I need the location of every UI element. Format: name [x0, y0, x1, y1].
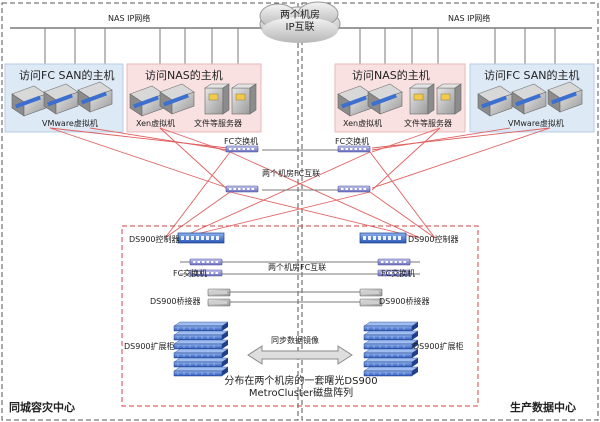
- right-fc-switch-bottom-1: [377, 258, 411, 266]
- left-shelf-label: DS900扩展柜: [124, 342, 175, 351]
- left-controller-label: DS900控制器: [129, 235, 180, 244]
- metrocluster-label: 分布在两个机房的一套曙光DS900 MetroCluster磁盘阵列: [224, 376, 378, 399]
- left-ds900-shelf: [173, 321, 229, 377]
- metrocluster-box: [121, 225, 479, 407]
- left-vmware-server-2: [43, 83, 79, 115]
- left-file-server-label: 文件等服务器: [194, 119, 242, 128]
- left-fc-switch2-label: FC交换机: [173, 269, 208, 278]
- right-fc-san-title: 访问FC SAN的主机: [484, 69, 580, 82]
- left-fc-san-title: 访问FC SAN的主机: [19, 69, 115, 82]
- right-xen-label: Xen虚拟机: [343, 119, 383, 128]
- left-file-server-2: [231, 83, 257, 115]
- right-vmware-server-2: [511, 83, 547, 115]
- sync-mirror-arrow: [247, 345, 353, 365]
- right-site-border: [301, 2, 599, 421]
- ip-interconnect-cloud: [259, 1, 341, 43]
- right-vmware-label: VMware虚拟机: [508, 119, 564, 128]
- right-ds900-shelf: [363, 321, 419, 377]
- right-fc-switch-label: FC交换机: [335, 137, 370, 146]
- left-bridge-1: [207, 288, 231, 297]
- left-vmware-server-3: [77, 81, 113, 113]
- left-ds900-controller: [177, 232, 225, 244]
- right-bridge-2: [359, 298, 383, 307]
- right-vmware-server-1: [477, 85, 513, 117]
- right-file-server-1: [409, 83, 435, 115]
- fc-san-links: [49, 127, 551, 239]
- left-vmware-label: VMware虚拟机: [42, 119, 98, 128]
- right-shelf-label: DS900扩展柜: [413, 342, 464, 351]
- left-fc-switch: [225, 145, 259, 153]
- fc-interconnect-top-label: 两个机房FC互联: [262, 169, 321, 178]
- fc-interconnect-bottom-label: 两个机房FC互联: [268, 263, 327, 272]
- right-site-name: 生产数据中心: [510, 401, 576, 414]
- right-fc-switch-2: [337, 185, 371, 193]
- left-fc-switch-2: [225, 185, 259, 193]
- right-bridge-label: DS900桥接器: [379, 297, 430, 306]
- left-xen-server-1: [129, 85, 165, 117]
- right-xen-server-2: [367, 83, 403, 115]
- right-fc-switch2-label: FC交换机: [381, 269, 416, 278]
- sync-mirror-label: 同步数据镜像: [271, 336, 319, 345]
- left-nas-title: 访问NAS的主机: [145, 69, 223, 82]
- left-bridge-2: [207, 298, 231, 307]
- right-ds900-controller: [359, 232, 407, 244]
- right-xen-server-1: [337, 85, 373, 117]
- left-vmware-server-1: [11, 85, 47, 117]
- right-controller-label: DS900控制器: [408, 235, 459, 244]
- left-bridge-label: DS900桥接器: [150, 297, 201, 306]
- cloud-label: 两个机房 IP互联: [280, 10, 320, 33]
- right-nas-ip-label: NAS IP网络: [448, 14, 491, 23]
- right-fc-switch: [337, 145, 371, 153]
- left-xen-label: Xen虚拟机: [136, 119, 176, 128]
- left-file-server-1: [204, 83, 230, 115]
- left-xen-server-2: [159, 83, 195, 115]
- left-fc-switch-label: FC交换机: [224, 137, 259, 146]
- right-fc-switch-bottom-2: [377, 269, 411, 277]
- left-fc-switch-bottom-2: [189, 269, 223, 277]
- right-file-server-2: [436, 83, 462, 115]
- left-nas-ip-label: NAS IP网络: [108, 14, 151, 23]
- right-bridge-1: [359, 288, 383, 297]
- right-file-server-label: 文件等服务器: [404, 119, 452, 128]
- right-nas-title: 访问NAS的主机: [352, 69, 430, 82]
- right-vmware-server-3: [547, 81, 583, 113]
- left-site-name: 同城容灾中心: [9, 401, 75, 414]
- left-fc-switch-bottom-1: [189, 258, 223, 266]
- left-site-border: [1, 2, 299, 421]
